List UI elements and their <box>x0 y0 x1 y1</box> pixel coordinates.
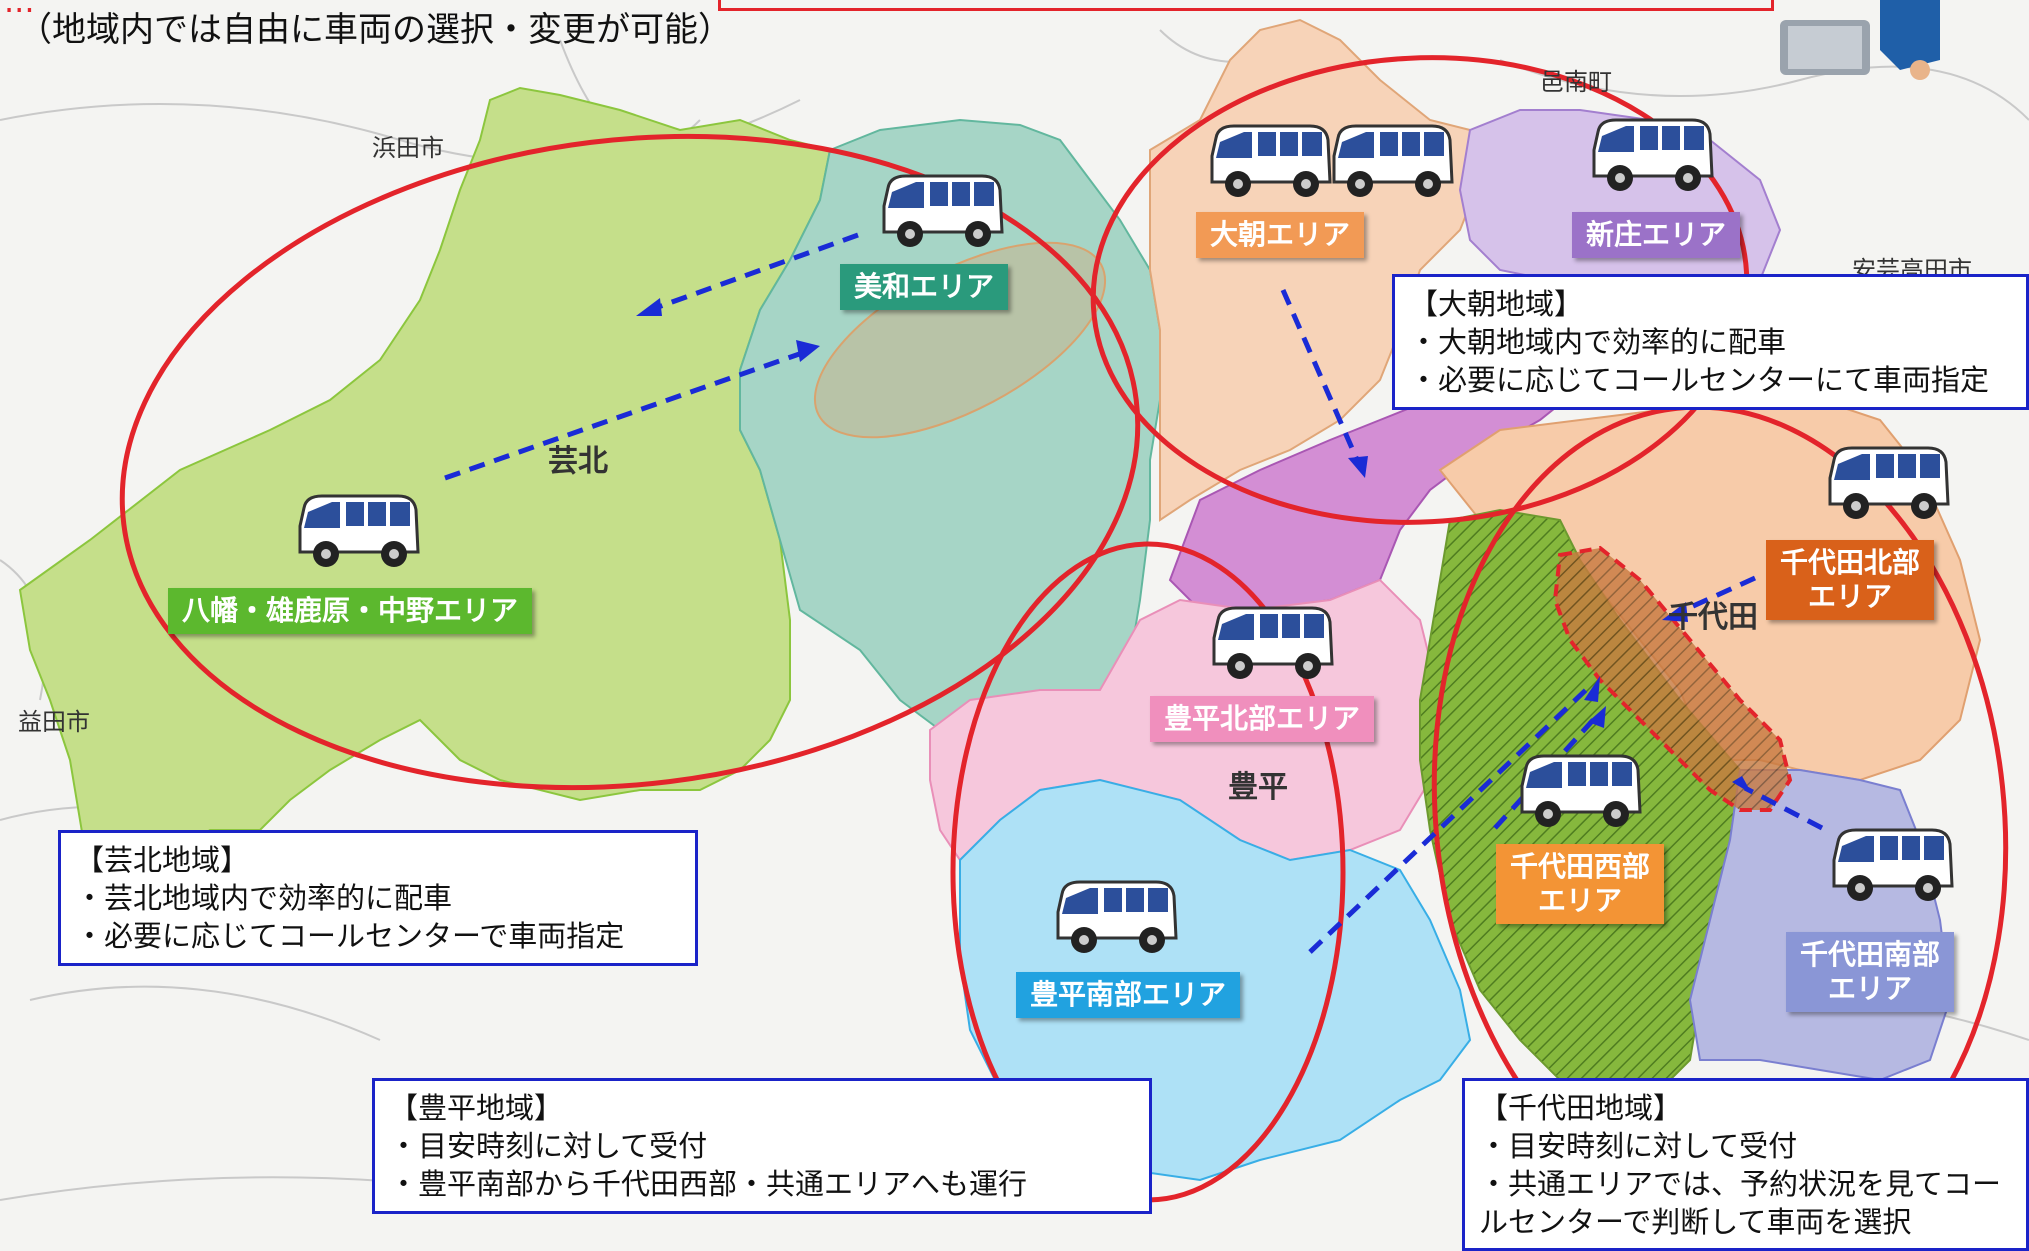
arrow-toyohira-to-chiyoda <box>1308 686 1590 954</box>
header-partial-title: ... <box>4 0 35 20</box>
arrow-chiyodasouth-to-common <box>1743 785 1824 831</box>
place-ohnan: 邑南町 <box>1540 68 1612 96</box>
info-box-line: ・豊平南部から千代田西部・共通エリアへも運行 <box>389 1167 1028 1201</box>
area-label-toyohira-north: 豊平北部エリア <box>1150 696 1375 742</box>
info-box-line: ・必要に応じてコールセンターにて車両指定 <box>1409 363 1990 397</box>
van-icon <box>882 174 1004 247</box>
info-box-line: ・共通エリアでは、予約状況を見てコー <box>1479 1167 2002 1201</box>
region-name-toyohira: 豊平 <box>1228 770 1288 805</box>
van-icon <box>1212 606 1334 679</box>
info-box-toyohira: 【豊平地域】 ・目安時刻に対して受付 ・豊平南部から千代田西部・共通エリアへも運… <box>372 1078 1152 1214</box>
van-icon <box>1828 446 1950 519</box>
region-name-geihoku: 芸北 <box>548 444 608 479</box>
area-label-shinjo: 新庄エリア <box>1572 212 1741 258</box>
van-icon <box>1210 124 1332 197</box>
arrow-oasa-south <box>1280 289 1361 463</box>
operator-illustration <box>1780 0 1940 80</box>
info-box-line: ・目安時刻に対して受付 <box>389 1129 708 1163</box>
region-name-chiyoda: 千代田 <box>1668 600 1758 635</box>
arrow-chiyodanorth-to-common <box>1678 575 1757 615</box>
area-label-oasa: 大朝エリア <box>1196 212 1365 258</box>
info-box-line: ・芸北地域内で効率的に配車 <box>75 881 453 915</box>
header-frame <box>718 0 1774 11</box>
place-masuda: 益田市 <box>18 708 90 736</box>
van-icon <box>1332 124 1454 197</box>
area-label-toyohira-south: 豊平南部エリア <box>1016 972 1241 1018</box>
info-box-oasa: 【大朝地域】 ・大朝地域内で効率的に配車 ・必要に応じてコールセンターにて車両指… <box>1392 274 2029 410</box>
van-icon <box>1056 880 1178 953</box>
info-box-chiyoda: 【千代田地域】 ・目安時刻に対して受付 ・共通エリアでは、予約状況を見てコー ル… <box>1462 1078 2029 1251</box>
van-icon <box>1592 118 1714 191</box>
common-area <box>1552 545 1793 812</box>
info-box-line: ・大朝地域内で効率的に配車 <box>1409 325 1787 359</box>
area-label-chiyoda-south: 千代田南部 エリア <box>1786 932 1955 1012</box>
van-icon <box>1520 754 1642 827</box>
place-hamada: 浜田市 <box>372 134 444 162</box>
info-box-line: 【大朝地域】 <box>1409 287 1584 321</box>
oasa-circle <box>1090 55 1750 525</box>
arrows <box>444 232 1824 954</box>
area-label-miwa: 美和エリア <box>840 264 1009 310</box>
info-box-line: ・必要に応じてコールセンターで車両指定 <box>75 919 625 953</box>
van-icon <box>1832 828 1954 901</box>
van-icon <box>298 494 420 567</box>
area-label-yawata: 八幡・雄鹿原・中野エリア <box>168 588 533 634</box>
info-box-line: ・目安時刻に対して受付 <box>1479 1129 1798 1163</box>
info-box-geihoku: 【芸北地域】 ・芸北地域内で効率的に配車 ・必要に応じてコールセンターで車両指定 <box>58 830 698 966</box>
arrow-geihoku-to-miwa <box>444 349 806 481</box>
info-box-line: 【千代田地域】 <box>1479 1091 1683 1125</box>
arrowheads <box>636 298 1752 794</box>
info-box-line: ルセンターで判断して車両を選択 <box>1479 1205 1912 1239</box>
info-box-line: 【豊平地域】 <box>389 1091 564 1125</box>
header-subtitle: （地域内では自由に車両の選択・変更が可能） <box>18 10 732 50</box>
arrow-miwa-to-geihoku <box>649 232 859 313</box>
geihoku-circle <box>119 133 1141 791</box>
area-label-chiyoda-north: 千代田北部 エリア <box>1766 540 1935 620</box>
info-box-line: 【芸北地域】 <box>75 843 250 877</box>
area-label-chiyoda-west: 千代田西部 エリア <box>1496 844 1665 924</box>
